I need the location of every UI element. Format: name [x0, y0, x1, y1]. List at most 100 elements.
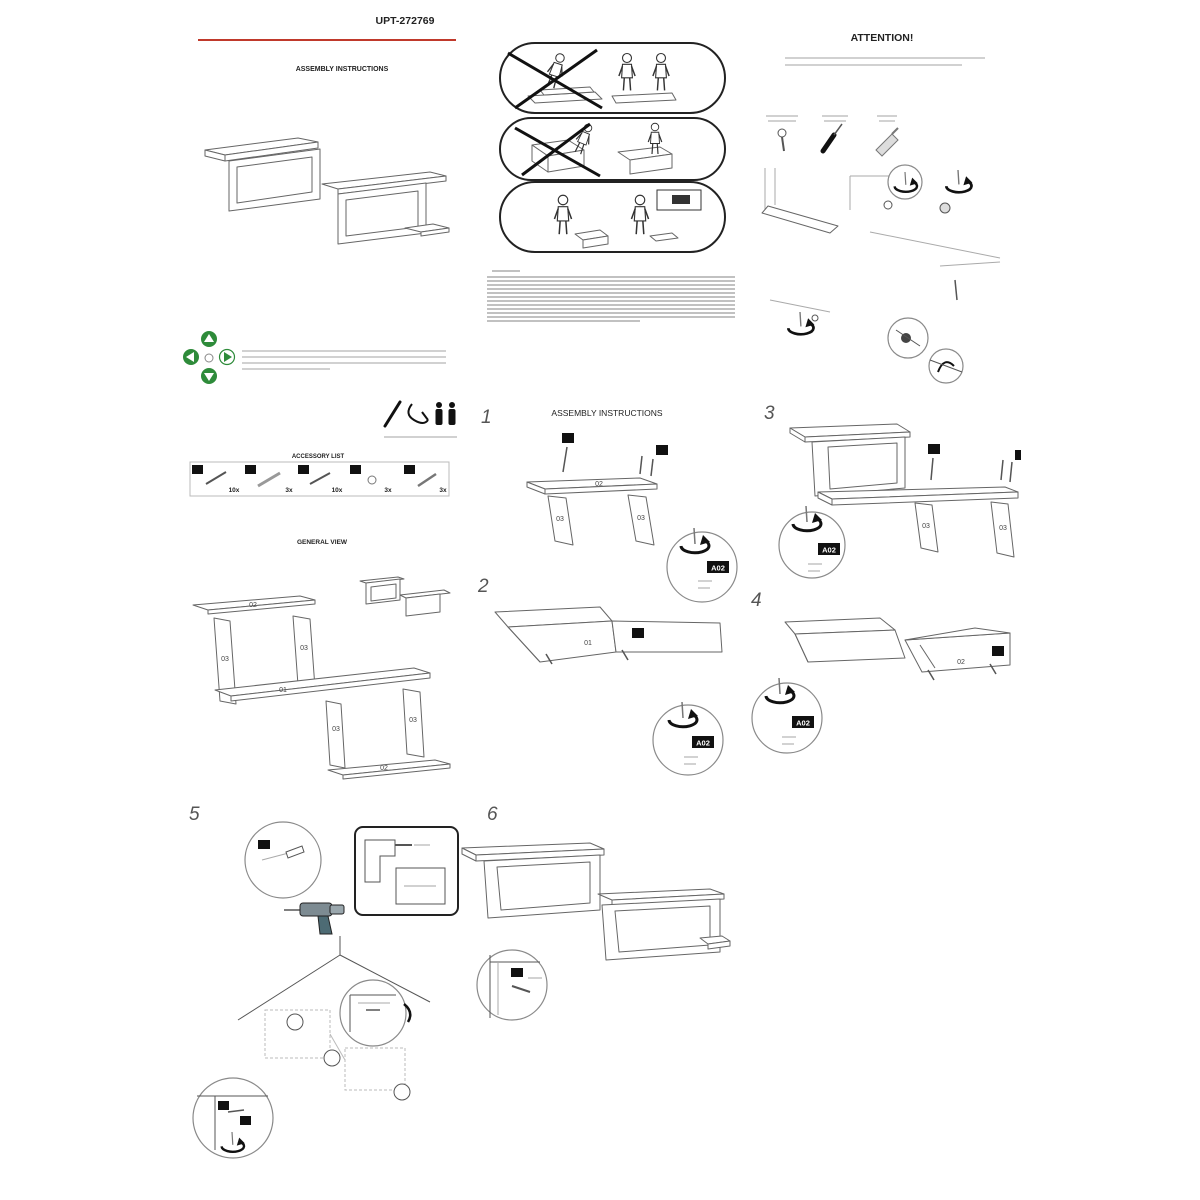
part-side-panel-03: 03 — [213, 617, 237, 705]
bottom-board-extension — [699, 935, 731, 950]
tools-icons — [383, 400, 457, 438]
steps-3-4-page: 3 03 03 — [751, 403, 1021, 754]
bottom-board-extension — [404, 223, 450, 237]
step-4-fastener-callout: A02 — [751, 676, 823, 754]
glue-icon — [875, 127, 899, 157]
svg-text:10x: 10x — [332, 487, 343, 494]
top-board — [461, 842, 605, 862]
panel-03: 03 — [990, 501, 1015, 558]
middle-board — [597, 888, 725, 906]
step-number: 1 — [481, 407, 492, 428]
cover-page: UPT-272769 ASSEMBLY INSTRUCTIONS — [183, 15, 456, 384]
general-view-title: GENERAL VIEW — [297, 539, 348, 546]
svg-text:03: 03 — [922, 523, 930, 530]
fastener-tag — [1000, 450, 1021, 483]
svg-text:02: 02 — [595, 481, 603, 488]
box-side — [494, 606, 617, 663]
cover-title: ASSEMBLY INSTRUCTIONS — [296, 66, 389, 73]
step-number: 4 — [751, 590, 762, 611]
accessory-list-title: ACCESSORY LIST — [292, 454, 345, 460]
accessories-page: ACCESSORY LIST 10x 3x 10x 3x — [189, 400, 457, 780]
svg-text:03: 03 — [332, 726, 340, 733]
step-5-page: 5 — [189, 804, 459, 1159]
step-2-fastener-callout: A02 — [652, 700, 724, 776]
part-board-02-bottom: 02 — [327, 759, 451, 780]
person-figure-icon — [618, 52, 636, 92]
panel-03: 03 — [627, 494, 655, 546]
person-figure-icon — [553, 194, 573, 235]
svg-text:02: 02 — [249, 602, 257, 609]
connector-detail-sketch — [769, 299, 964, 384]
prohibited-cross-icon — [514, 122, 601, 178]
step-1-illustration: 02 03 03 — [526, 433, 668, 546]
fastener-tag — [562, 433, 574, 473]
attention-title: ATTENTION! — [851, 32, 914, 44]
svg-text:A02: A02 — [822, 546, 836, 555]
fastener-tag — [992, 646, 1004, 656]
bracket-inset — [354, 826, 459, 916]
svg-text:03: 03 — [556, 516, 564, 523]
magnifier-circle-icon — [887, 164, 923, 200]
screw-detail-callout — [244, 821, 322, 899]
screwdriver-icon — [383, 400, 402, 428]
step-number: 3 — [764, 403, 775, 424]
svg-text:03: 03 — [221, 656, 229, 663]
step-1-fastener-callout: A02 — [666, 526, 738, 603]
drill-icon — [284, 902, 345, 935]
wood-screw-icon — [777, 128, 787, 152]
top-board — [789, 423, 911, 443]
prohibited-cross-icon — [507, 48, 603, 110]
svg-text:3x: 3x — [384, 487, 392, 494]
accessory-item: 3x — [350, 465, 392, 494]
board-02: 02 — [904, 627, 1011, 673]
panel-03: 03 — [547, 495, 574, 546]
svg-text:01: 01 — [584, 640, 592, 647]
step-3-fastener-callout: A02 — [778, 504, 846, 579]
board-02: 02 — [526, 477, 658, 495]
safety-panel-lifting — [499, 42, 726, 114]
part-side-panel-03: 03 — [402, 688, 425, 758]
magnifier-circle-icon — [339, 979, 407, 1047]
step-4-illustration: 02 — [784, 617, 1011, 681]
accessory-item: 10x — [192, 465, 240, 494]
svg-text:02: 02 — [957, 659, 965, 666]
step-page-title: ASSEMBLY INSTRUCTIONS — [551, 408, 662, 418]
step-number: 2 — [477, 576, 489, 597]
lower-box — [601, 898, 721, 961]
step-number: 6 — [487, 804, 498, 825]
svg-text:03: 03 — [300, 645, 308, 652]
safety-fine-print — [487, 270, 735, 322]
fastener-tag — [632, 628, 644, 638]
safety-page — [487, 42, 735, 322]
magnifier-circle-icon — [476, 949, 548, 1021]
step-6-page: 6 — [461, 804, 731, 1021]
shelf-thumbnail — [359, 576, 451, 617]
svg-text:03: 03 — [409, 717, 417, 724]
step-number: 5 — [189, 804, 200, 825]
long-board — [817, 486, 1019, 506]
hardware-labels — [766, 115, 897, 122]
safety-panel-unpacking — [499, 117, 726, 181]
part-board-02-top: 02 — [192, 595, 316, 615]
upper-box-lying — [784, 617, 906, 663]
upper-box — [228, 148, 321, 212]
svg-text:3x: 3x — [285, 487, 293, 494]
arrow-left-icon — [183, 349, 199, 365]
two-person-icon — [435, 402, 456, 425]
center-dot-icon — [204, 353, 214, 363]
person-figure-icon — [630, 194, 650, 235]
svg-text:03: 03 — [999, 525, 1007, 532]
wall-bracket-detail — [339, 979, 412, 1047]
magnifier-circle-icon — [192, 1077, 274, 1159]
accessory-item: 10x — [298, 465, 343, 494]
steps-1-2-page: 1 ASSEMBLY INSTRUCTIONS 02 03 — [477, 407, 738, 776]
navigation-icons — [183, 331, 236, 384]
attention-page: ATTENTION! — [761, 32, 1001, 384]
screwdriver-icon — [820, 123, 843, 154]
upper-box — [811, 436, 906, 497]
part-board-01: 01 — [214, 667, 431, 702]
panel-03: 03 — [914, 502, 939, 553]
model-code: UPT-272769 — [376, 15, 435, 27]
part-side-panel-03: 03 — [325, 700, 346, 769]
